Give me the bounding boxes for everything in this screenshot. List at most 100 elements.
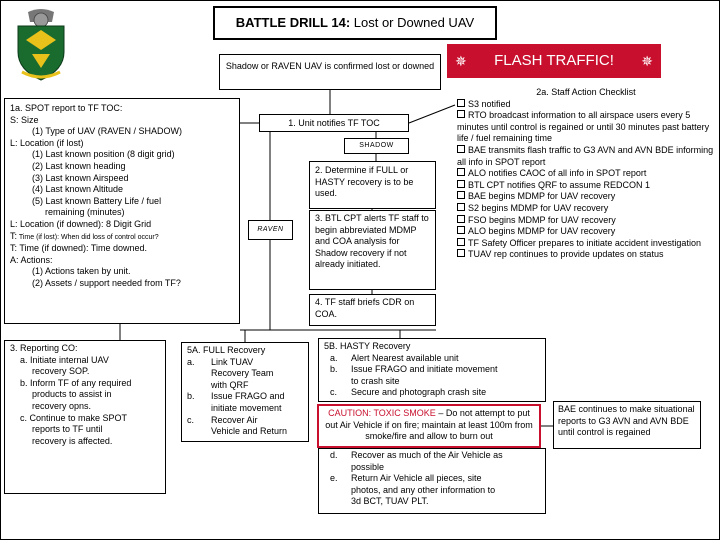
checklist-item-text: RTO broadcast information to all airspac… xyxy=(457,110,710,144)
title-drill-name: Lost or Downed UAV xyxy=(350,15,475,30)
reporting-co-line: reports to TF until xyxy=(32,424,103,435)
recover-text: Return Air Vehicle all pieces, site xyxy=(351,473,482,484)
recover-text: possible xyxy=(351,461,385,472)
spot-report-line: T: Time (if downed): Time downed. xyxy=(10,243,148,254)
raven-label: RAVEN xyxy=(248,220,293,240)
hasty-recovery-line: c.Secure and photograph crash site xyxy=(324,387,540,399)
recover-line: possible xyxy=(324,462,540,474)
full-recovery-letter: a. xyxy=(187,356,195,367)
recover-text: photos, and any other information to xyxy=(351,484,496,495)
btl-cpt-alert-box: 3. BTL CPT alerts TF staff to begin abbr… xyxy=(309,210,436,290)
checkbox-icon xyxy=(457,214,465,223)
spot-report-line: (2) Assets / support needed from TF? xyxy=(32,277,181,288)
full-recovery-text: Vehicle and Return xyxy=(211,426,288,437)
checklist-item: ALO begins MDMP for UAV recovery xyxy=(455,226,715,238)
determine-recovery-box: 2. Determine if FULL or HASTY recovery i… xyxy=(309,161,436,209)
title-drill-number: BATTLE DRILL 14: xyxy=(235,15,351,30)
recover-text: Recover as much of the Air Vehicle as xyxy=(351,450,503,460)
spot-report-line: T: Time (if lost): When did loss of cont… xyxy=(10,231,234,244)
checklist-item: BTL CPT notifies QRF to assume REDCON 1 xyxy=(455,179,715,192)
caution-warning: TOXIC SMOKE xyxy=(371,408,436,418)
recover-text: 3d BCT, TUAV PLT. xyxy=(351,496,429,507)
spot-report-line: (1) Type of UAV (RAVEN / SHADOW) xyxy=(32,126,183,137)
spot-report-line: (2) Last known heading xyxy=(32,160,126,171)
full-recovery-text: Issue FRAGO and xyxy=(211,391,285,402)
page-title: BATTLE DRILL 14: Lost or Downed UAV xyxy=(213,6,497,40)
spot-report-line: 1a. SPOT report to TF TOC: xyxy=(10,103,123,113)
full-recovery-line: c. Recover Air xyxy=(187,415,303,427)
flash-traffic-label: FLASH TRAFFIC! xyxy=(494,52,614,69)
recover-line: e.Return Air Vehicle all pieces, site xyxy=(324,473,540,485)
reporting-co-line: b. Inform TF of any required xyxy=(20,377,132,388)
compass-star-icon: ✵ xyxy=(455,53,467,69)
checklist-item: TF Safety Officer prepares to initiate a… xyxy=(455,237,715,250)
spot-report-line: (3) Last known Airspeed xyxy=(32,172,129,183)
regimental-crest-icon xyxy=(14,6,68,84)
checklist-item-text: BAE begins MDMP for UAV recovery xyxy=(468,191,616,202)
full-recovery-text: initiate movement xyxy=(211,402,282,413)
checklist-item-text: TF Safety Officer prepares to initiate a… xyxy=(468,237,701,248)
reporting-co-line: recovery opns. xyxy=(32,400,92,411)
spot-report-line: (1) Last known position (8 digit grid) xyxy=(32,149,175,160)
checklist-item-text: S3 notified xyxy=(468,98,511,109)
checkbox-icon xyxy=(457,144,465,153)
full-recovery-heading: 5A. FULL Recovery xyxy=(187,345,266,355)
flash-traffic-banner: ✵ FLASH TRAFFIC! ✵ xyxy=(447,44,661,78)
full-recovery-text: with QRF xyxy=(211,379,249,390)
hasty-recovery-heading: 5B. HASTY Recovery xyxy=(324,341,411,351)
checkbox-icon xyxy=(457,168,465,177)
checkbox-icon xyxy=(457,202,465,211)
checklist-item-text: BAE transmits flash traffic to G3 AVN an… xyxy=(457,144,714,167)
caution-label: CAUTION: xyxy=(328,408,372,418)
reporting-co-line: recovery is affected. xyxy=(32,435,113,446)
checklist-item-text: BTL CPT notifies QRF to assume REDCON 1 xyxy=(468,179,651,190)
spot-report-line: L: Location (if lost) xyxy=(10,137,84,148)
recover-line: 3d BCT, TUAV PLT. xyxy=(324,496,540,508)
full-recovery-line: a. Link TUAV xyxy=(187,357,303,369)
full-recovery-line: initiate movement xyxy=(187,403,303,415)
reporting-co-line: recovery SOP. xyxy=(32,366,90,377)
spot-report-line: (5) Last known Battery Life / fuel xyxy=(32,195,162,206)
hasty-recovery-text: Alert Nearest available unit xyxy=(351,352,459,363)
bae-situational-report-box: BAE continues to make situational report… xyxy=(553,401,701,449)
spot-report-line-tail: Time (if lost): When did loss of control… xyxy=(17,233,159,241)
caution-toxic-smoke-box: CAUTION: TOXIC SMOKE – Do not attempt to… xyxy=(317,404,541,448)
hasty-recovery-line: to crash site xyxy=(324,376,540,388)
full-recovery-line: b. Issue FRAGO and xyxy=(187,391,303,403)
full-recovery-line: Recovery Team xyxy=(187,368,303,380)
full-recovery-letter: b. xyxy=(187,391,195,402)
full-recovery-line: Vehicle and Return xyxy=(187,426,303,438)
checklist-item-text: ALO begins MDMP for UAV recovery xyxy=(468,226,616,237)
spot-report-line: A: Actions: xyxy=(10,254,53,265)
checklist-item-text: TUAV rep continues to provide updates on… xyxy=(468,249,664,260)
recover-letter: d. xyxy=(330,450,338,460)
hasty-recovery-line: b.Issue FRAGO and initiate movement xyxy=(324,364,540,376)
checkbox-icon xyxy=(457,226,465,235)
checklist-item: S2 begins MDMP for UAV recovery xyxy=(455,202,715,215)
recover-line: d. Recover as much of the Air Vehicle as xyxy=(324,450,540,462)
recover-line: photos, and any other information to xyxy=(324,485,540,497)
spot-report-line: (4) Last known Altitude xyxy=(32,184,124,195)
spot-report-box: 1a. SPOT report to TF TOC:S: Size(1) Typ… xyxy=(4,98,240,324)
hasty-recovery-letter: a. xyxy=(330,352,338,363)
full-recovery-letter: c. xyxy=(187,414,195,425)
checklist-item: TUAV rep continues to provide updates on… xyxy=(455,249,715,261)
hasty-recovery-letter: c. xyxy=(330,387,338,398)
tf-staff-brief-box: 4. TF staff briefs CDR on COA. xyxy=(309,294,436,326)
reporting-co-line: a. Initiate internal UAV xyxy=(20,354,109,365)
checklist-item-text: FSO begins MDMP for UAV recovery xyxy=(468,214,616,225)
checklist-item: S3 notified xyxy=(455,98,715,111)
checkbox-icon xyxy=(457,110,465,119)
spot-report-line: L: Location (if downed): 8 Digit Grid xyxy=(10,218,152,229)
full-recovery-text: Link TUAV xyxy=(211,356,254,367)
shadow-label: SHADOW xyxy=(344,138,409,154)
unit-notifies-box: 1. Unit notifies TF TOC xyxy=(259,114,409,132)
full-recovery-text: Recover Air xyxy=(211,414,258,425)
spot-report-line: remaining (minutes) xyxy=(45,207,125,218)
checklist-item-text: S2 begins MDMP for UAV recovery xyxy=(468,202,609,213)
spot-report-line-lead: T: xyxy=(10,230,18,241)
